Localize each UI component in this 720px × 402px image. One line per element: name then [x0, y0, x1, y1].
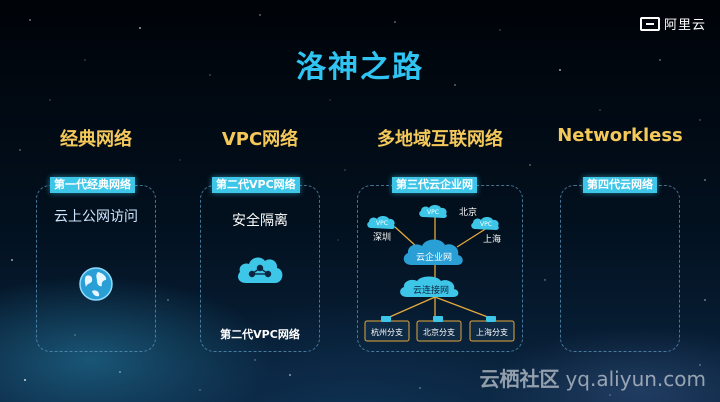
vpc-cloud-shenzhen: VPC	[367, 216, 395, 229]
connect-net-cloud: 云连接网	[400, 276, 459, 297]
networkless-card	[560, 185, 680, 352]
aliyun-logo: 阿里云	[639, 14, 706, 33]
branch-label-shanghai: 上海分支	[476, 327, 508, 337]
branch-hangzhou: 杭州分支	[364, 316, 410, 342]
column-heading-multi-region: 多地域互联网络	[377, 129, 503, 150]
logo-text: 阿里云	[663, 18, 706, 33]
watermark-url: yq.aliyun.com	[565, 367, 706, 391]
region-shenzhen: 深圳	[373, 232, 391, 243]
page-title: 洛神之路	[296, 50, 424, 85]
vpc-text: VPC	[480, 221, 492, 228]
generation-label-4: 第四代云网络	[583, 177, 657, 193]
generation-label-2: 第二代VPC网络	[212, 177, 300, 193]
vpc-text: VPC	[427, 209, 439, 216]
region-beijing: 北京	[459, 206, 477, 218]
multi-region-diagram: VPC 北京 VPC 深圳 VPC 上海 云企业网 云连接网 杭州分支	[364, 205, 515, 342]
enterprise-net-label: 云企业网	[416, 251, 452, 263]
connect-net-label: 云连接网	[413, 284, 449, 296]
globe-icon	[79, 267, 113, 301]
enterprise-net-cloud: 云企业网	[403, 239, 463, 265]
aliyun-logo-icon	[639, 16, 660, 31]
vpc-text: VPC	[376, 220, 388, 227]
generation-label-1: 第一代经典网络	[50, 177, 135, 193]
column-heading-networkless: Networkless	[557, 125, 683, 146]
branch-beijing: 北京分支	[416, 316, 462, 342]
vpc-footer-label: 第二代VPC网络	[220, 328, 300, 341]
vpc-cloud-shanghai: VPC	[471, 217, 499, 230]
branch-label-beijing: 北京分支	[423, 327, 455, 337]
generation-label-3: 第三代云企业网	[392, 177, 477, 193]
region-shanghai: 上海	[483, 233, 501, 245]
branch-shanghai: 上海分支	[469, 316, 515, 342]
column-heading-classic: 经典网络	[60, 129, 132, 150]
watermark-brand: 云栖社区	[479, 367, 560, 391]
cloud-network-icon	[238, 257, 283, 283]
feature-security-isolation: 安全隔离	[232, 213, 288, 229]
vpc-cloud-beijing: VPC	[419, 205, 447, 218]
branch-label-hangzhou: 杭州分支	[371, 327, 403, 337]
column-heading-vpc: VPC网络	[221, 129, 299, 150]
feature-public-access: 云上公网访问	[54, 209, 138, 225]
